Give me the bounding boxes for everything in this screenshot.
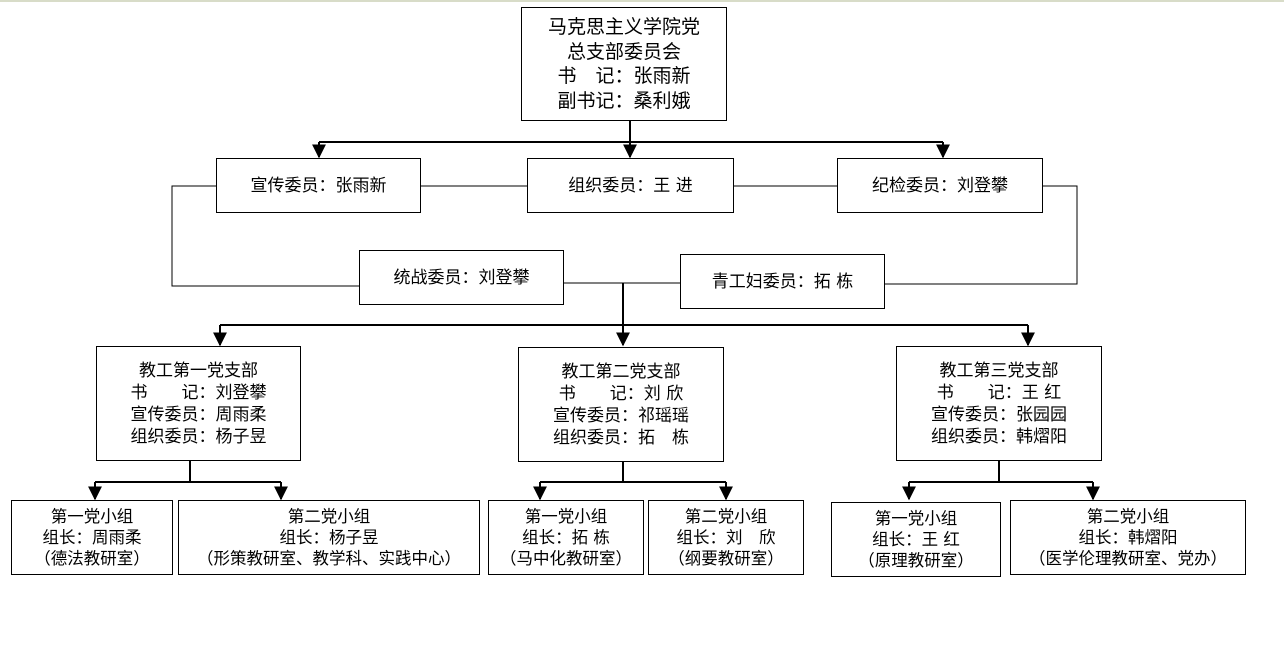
branch-2-group-2-box: 第二党小组 组长：刘 欣 （纲要教研室） [648,500,804,575]
branch-1-secretary: 书 记：刘登攀 [130,382,267,403]
branch-1-organization: 组织委员：杨子昱 [130,426,267,447]
propaganda-member-box: 宣传委员：张雨新 [216,158,421,213]
b1-group-2-dept: （形策教研室、教学科、实践中心） [197,549,461,568]
branch-1-propaganda: 宣传委员：周雨柔 [130,404,267,425]
branch-2-organization: 组织委员：拓 栋 [553,427,689,448]
b2-group-1-leader: 组长：拓 栋 [522,528,610,547]
b2-group-2-name: 第二党小组 [684,507,768,526]
branch-3-organization: 组织委员：韩熠阳 [931,426,1067,447]
b3-group-1-name: 第一党小组 [874,509,958,528]
link-propaganda-unitedfront [171,185,359,287]
root-title-line-2: 总支部委员会 [566,40,681,63]
b1-group-1-leader: 组长：周雨柔 [42,528,142,547]
branch-3-secretary: 书 记：王 红 [936,382,1062,403]
b2-group-1-dept: （马中化教研室） [500,549,632,568]
branch-1-name: 教工第一党支部 [139,360,258,381]
branch-2-secretary: 书 记：刘 欣 [558,383,684,404]
b2-group-2-leader: 组长：刘 欣 [676,528,776,547]
root-secretary: 书 记：张雨新 [557,65,691,87]
youth-women-member-box: 青工妇委员：拓 栋 [680,254,885,309]
b3-group-1-dept: （原理教研室） [858,551,974,570]
propaganda-member-label: 宣传委员：张雨新 [250,175,387,196]
branch-3-name: 教工第三党支部 [939,360,1059,381]
organization-member-box: 组织委员：王 进 [527,158,734,213]
b3-group-2-dept: （医学伦理教研室、党办） [1029,549,1227,568]
party-general-branch-committee-box: 马克思主义学院党 总支部委员会 书 记：张雨新 副书记：桑利娥 [521,7,727,121]
branch-3-group-2-box: 第二党小组 组长：韩熠阳 （医学伦理教研室、党办） [1010,500,1246,575]
b1-group-1-dept: （德法教研室） [34,549,150,568]
b2-group-2-dept: （纲要教研室） [668,549,784,568]
b2-group-1-name: 第一党小组 [524,507,608,526]
b1-group-1-name: 第一党小组 [50,507,134,526]
b3-group-1-leader: 组长：王 红 [872,530,960,549]
b3-group-2-leader: 组长：韩熠阳 [1078,528,1178,547]
organization-member-label: 组织委员：王 进 [568,175,693,196]
branch-1-group-2-box: 第二党小组 组长：杨子昱 （形策教研室、教学科、实践中心） [178,500,480,575]
b3-group-2-name: 第二党小组 [1086,507,1170,526]
youth-women-member-label: 青工妇委员：拓 栋 [711,271,854,292]
branch-1-group-1-box: 第一党小组 组长：周雨柔 （德法教研室） [11,500,173,575]
root-title-line-1: 马克思主义学院党 [547,16,700,38]
branch-3-propaganda: 宣传委员：张园园 [931,404,1067,425]
branch-3-box: 教工第三党支部 书 记：王 红 宣传委员：张园园 组织委员：韩熠阳 [896,346,1102,461]
branch-2-name: 教工第二党支部 [561,361,681,382]
discipline-member-label: 纪检委员：刘登攀 [872,175,1008,196]
branch-2-propaganda: 宣传委员：祁瑶瑶 [553,405,689,426]
branch-1-box: 教工第一党支部 书 记：刘登攀 宣传委员：周雨柔 组织委员：杨子昱 [96,346,301,461]
top-border-line [0,0,1284,2]
united-front-member-label: 统战委员：刘登攀 [393,267,530,288]
root-deputy-secretary: 副书记：桑利娥 [557,89,691,112]
branch-3-group-1-box: 第一党小组 组长：王 红 （原理教研室） [831,502,1001,577]
united-front-member-box: 统战委员：刘登攀 [359,250,564,305]
discipline-member-box: 纪检委员：刘登攀 [837,158,1043,213]
branch-2-group-1-box: 第一党小组 组长：拓 栋 （马中化教研室） [488,500,644,575]
b1-group-2-name: 第二党小组 [287,507,371,526]
b1-group-2-leader: 组长：杨子昱 [279,528,379,547]
branch-2-box: 教工第二党支部 书 记：刘 欣 宣传委员：祁瑶瑶 组织委员：拓 栋 [518,347,724,462]
link-discipline-youth [885,185,1078,285]
